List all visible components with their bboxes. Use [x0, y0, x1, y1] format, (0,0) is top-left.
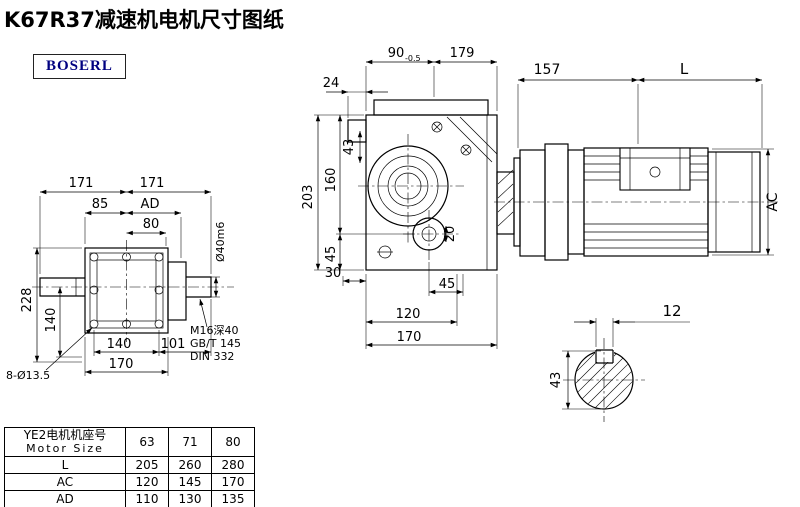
dim-front-ad: AD: [141, 197, 160, 212]
dim-motor-ac: AC: [765, 192, 781, 211]
terminal-box: [619, 147, 691, 191]
value-cell: 110: [125, 490, 169, 507]
dim-front-80: 80: [143, 217, 160, 232]
motor-size-table: YE2电机机座号 Motor Size 63 71 80 L 205 260 2…: [4, 426, 255, 507]
table-row: AD 110 130 135: [4, 490, 255, 507]
housing-rib: [446, 116, 493, 163]
value-cell: 120: [125, 473, 169, 492]
table-row: L 205 260 280: [4, 456, 255, 475]
row-label-ac: AC: [4, 473, 126, 492]
dim-front-228: 228: [20, 288, 35, 313]
dim-front-101: 101: [161, 337, 186, 352]
note-tap-line2: GB/T 145: [190, 337, 241, 350]
side-view: 90 -0.5 179 24 43 203 160 45: [301, 46, 498, 349]
dim-side-90-tolerance: -0.5: [405, 54, 421, 63]
value-cell: 205: [125, 456, 169, 475]
bolt-holes: [89, 252, 164, 329]
dim-section-12: 12: [662, 302, 681, 320]
value-cell: 135: [211, 490, 255, 507]
size-column-63: 63: [125, 426, 169, 458]
dim-side-45-bottom: 45: [439, 277, 456, 292]
dim-front-170: 170: [109, 357, 134, 372]
shaft-section-view: 12 43: [549, 302, 690, 422]
gearbox-side-housing: [347, 99, 498, 271]
size-column-71: 71: [168, 426, 212, 458]
dim-side-30: 30: [325, 266, 342, 281]
output-shaft: [186, 276, 212, 298]
header-line-cn: YE2电机机座号: [23, 428, 107, 442]
dim-front-140-vert: 140: [44, 308, 59, 333]
front-view: 171 171 85 AD 80 228 140: [6, 176, 241, 382]
motor-body: [583, 147, 761, 257]
fan-cover: [707, 151, 761, 253]
dim-side-20: 20: [443, 226, 458, 243]
dim-front-85: 85: [92, 197, 109, 212]
motor-adapter: [496, 143, 585, 261]
size-column-80: 80: [211, 426, 255, 458]
output-bore-circle: [367, 145, 449, 227]
dim-motor-157: 157: [534, 62, 561, 78]
dim-front-171-left: 171: [69, 176, 94, 191]
dim-side-43: 43: [342, 139, 357, 156]
motor-view: 157 L AC: [494, 60, 781, 261]
keyway: [595, 349, 614, 364]
dim-side-24: 24: [323, 76, 340, 91]
note-tap-line1: M16深40: [190, 324, 239, 337]
dim-side-179: 179: [450, 46, 475, 61]
page-title: K67R37减速机电机尺寸图纸: [4, 8, 284, 32]
dim-front-140-bottom: 140: [107, 337, 132, 352]
row-label-ad: AD: [4, 490, 126, 507]
value-cell: 260: [168, 456, 212, 475]
brand-logo: BOSERL: [33, 54, 126, 79]
output-flange: [167, 261, 187, 321]
table-row: AC 120 145 170: [4, 473, 255, 492]
section-hatching: [575, 351, 633, 409]
dim-side-45-vert: 45: [324, 246, 339, 263]
dim-side-160: 160: [324, 168, 339, 193]
dim-side-170: 170: [397, 330, 422, 345]
housing-bolt-marks: [431, 121, 472, 156]
dim-section-43: 43: [549, 372, 564, 389]
dim-side-120: 120: [396, 307, 421, 322]
table-row: YE2电机机座号 Motor Size 63 71 80: [4, 426, 255, 458]
row-label-l: L: [4, 456, 126, 475]
header-line-en: Motor Size: [26, 441, 104, 455]
gearbox-front-body: [39, 247, 212, 334]
value-cell: 170: [211, 473, 255, 492]
dim-motor-l: L: [680, 60, 689, 78]
note-tap-line3: DIN 332: [190, 350, 234, 363]
dim-front-shaft-diameter: Ø40m6: [214, 222, 227, 262]
dim-front-171-right: 171: [140, 176, 165, 191]
value-cell: 145: [168, 473, 212, 492]
input-shaft: [39, 277, 85, 297]
value-cell: 130: [168, 490, 212, 507]
table-header-cell: YE2电机机座号 Motor Size: [4, 426, 126, 458]
dim-side-203: 203: [301, 185, 316, 210]
dim-side-90: 90: [388, 46, 405, 61]
value-cell: 280: [211, 456, 255, 475]
note-bolt-holes: 8-Ø13.5: [6, 369, 50, 382]
